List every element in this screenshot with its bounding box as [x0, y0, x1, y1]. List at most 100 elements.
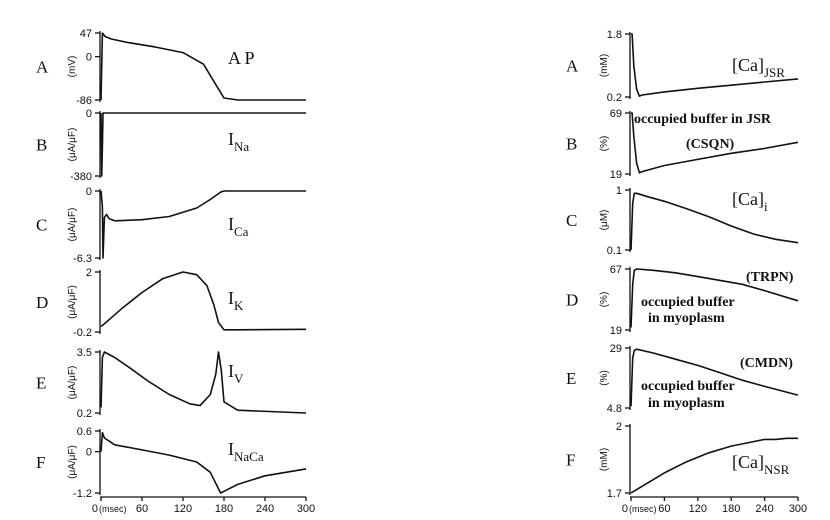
series-line — [100, 431, 307, 494]
panel-annotation: (CSQN) — [686, 137, 735, 152]
panel-annotation: (CMDN) — [740, 356, 793, 371]
panel-annotation: occupied buffer in JSR — [634, 112, 772, 127]
panel-title: [Ca]JSR — [732, 55, 785, 80]
y-tick-label: -0.2 — [73, 327, 92, 339]
series-line — [630, 268, 799, 328]
panel-title: [Ca]i — [732, 189, 768, 214]
panel-title-subscript: Ca — [234, 224, 249, 239]
y-tick-label: 0 — [86, 447, 92, 459]
panel-letter: B — [36, 136, 47, 155]
panel-title-main: [Ca] — [732, 452, 764, 472]
y-axis-unit: (μM) — [599, 210, 610, 231]
panel-title-subscript: V — [234, 371, 244, 386]
series-line — [100, 112, 306, 177]
panel-title-subscript: NSR — [764, 462, 790, 477]
y-tick-label: 0 — [86, 52, 92, 64]
y-axis-unit: (mM) — [599, 54, 610, 77]
panel-title-main: I — [228, 129, 234, 149]
panel-title: INaCa — [228, 439, 264, 464]
x-tick-label: 180 — [215, 503, 233, 515]
x-tick-label: 180 — [722, 503, 740, 515]
panel-title-subscript: K — [234, 298, 244, 313]
panel-title-subscript: JSR — [764, 65, 785, 80]
y-axis-unit: (mV) — [67, 56, 78, 78]
panel-letter: C — [566, 211, 577, 230]
series-line — [100, 190, 306, 259]
panel-title-main: I — [228, 439, 234, 459]
y-tick-label: 67 — [610, 264, 622, 276]
y-tick-label: 0.2 — [77, 408, 92, 420]
panel-letter: F — [566, 451, 575, 470]
series-line — [630, 348, 799, 407]
series-line — [100, 351, 307, 414]
panel-annotation: (TRPN) — [746, 270, 794, 285]
y-axis-unit: (μA/μF) — [67, 445, 78, 479]
panel-title-subscript: i — [764, 199, 768, 214]
panel-title-subscript: Na — [234, 139, 249, 154]
y-axis-unit: (%) — [599, 370, 610, 386]
y-tick-label: -1.2 — [73, 488, 92, 500]
y-axis-unit: (%) — [599, 292, 610, 308]
x-tick-label: 120 — [689, 503, 707, 515]
x-tick-label: 300 — [297, 503, 315, 515]
panel-left-B: B0-380(μA/μF)INa — [36, 108, 306, 183]
panel-title-main: A P — [228, 48, 255, 68]
panel-title-main: I — [228, 214, 234, 234]
x-tick-label: 240 — [755, 503, 773, 515]
y-tick-label: -86 — [76, 95, 92, 107]
y-tick-label: 1.8 — [607, 29, 622, 41]
series-line — [630, 192, 799, 251]
panel-title-subscript: NaCa — [234, 449, 264, 464]
y-tick-label: 29 — [610, 343, 622, 355]
panel-right-F: F21.7(mM)[Ca]NSR — [566, 421, 798, 500]
panel-title: IK — [228, 288, 244, 313]
y-axis-unit: (%) — [599, 136, 610, 152]
panel-title-main: I — [228, 361, 234, 381]
panel-left-C: C0-6.3(μA/μF)ICa — [36, 186, 306, 265]
panel-letter: C — [36, 216, 47, 235]
x-tick-label: 120 — [174, 503, 192, 515]
panel-letter: F — [36, 453, 45, 472]
panel-annotation: in myoplasm — [648, 311, 725, 326]
panel-right-C: C10.1(μM)[Ca]i — [566, 185, 799, 257]
y-tick-label: -6.3 — [73, 253, 92, 265]
panel-title: ICa — [228, 214, 249, 239]
y-tick-label: 2 — [616, 421, 622, 433]
panel-letter: D — [36, 293, 48, 312]
panel-left-E: E3.50.2(μA/μF)IV — [36, 347, 307, 420]
panel-left-D: D2-0.2(μA/μF)IK — [36, 267, 307, 339]
panel-left-F: F0.60-1.2(μA/μF)INaCa — [36, 426, 307, 500]
panel-annotation: occupied buffer — [641, 379, 735, 394]
panel-letter: A — [566, 57, 579, 76]
panel-title: INa — [228, 129, 249, 154]
panel-annotation: occupied buffer — [641, 295, 735, 310]
y-tick-label: 0.1 — [607, 245, 622, 257]
y-axis-unit: (mM) — [599, 448, 610, 471]
panel-annotation: in myoplasm — [648, 396, 725, 411]
panel-title: A P — [228, 48, 255, 68]
series-line — [631, 112, 799, 174]
panel-letter: E — [566, 369, 576, 388]
y-tick-label: 47 — [80, 28, 92, 40]
y-tick-label: 19 — [610, 169, 622, 181]
x-axis-unit: (msec) — [99, 504, 127, 514]
y-tick-label: -380 — [70, 171, 92, 183]
y-tick-label: 69 — [610, 108, 622, 120]
panel-title-main: I — [228, 288, 234, 308]
y-axis-unit: (μA/μF) — [67, 128, 78, 162]
x-tick-label: 0 — [622, 503, 628, 515]
y-tick-label: 3.5 — [77, 347, 92, 359]
panel-title: [Ca]NSR — [732, 452, 790, 477]
y-tick-label: 19 — [610, 325, 622, 337]
panel-letter: E — [36, 374, 46, 393]
x-tick-label: 300 — [789, 503, 807, 515]
y-tick-label: 2 — [86, 267, 92, 279]
x-tick-label: 60 — [658, 503, 670, 515]
x-axis-unit: (msec) — [629, 504, 657, 514]
